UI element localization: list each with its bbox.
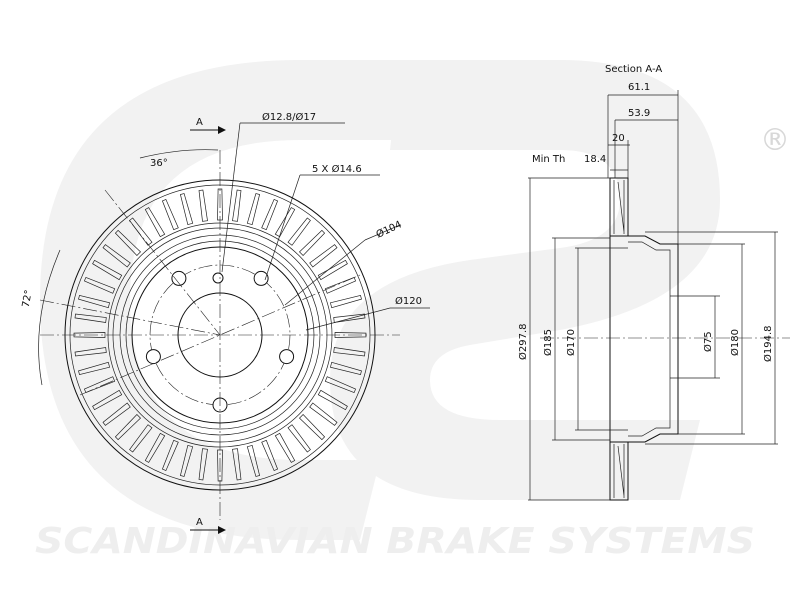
section-marker-top-label: A (196, 117, 203, 128)
cooling-vane (287, 217, 311, 246)
hub-dia-label: Ø120 (395, 295, 422, 307)
wheel-bolt-hole (145, 349, 161, 365)
cooling-vane (246, 444, 261, 477)
hole-dia-label: Ø12.8/Ø17 (262, 111, 316, 123)
cooling-vane (114, 229, 142, 257)
dim-185-label: Ø185 (542, 329, 554, 356)
hat-inner-outline (628, 241, 671, 437)
cooling-vane (317, 389, 348, 411)
cooling-vane (309, 402, 338, 426)
wheel-bolt-hole (253, 270, 269, 286)
cooling-vane (92, 259, 123, 281)
cooling-vane (179, 193, 194, 226)
cooling-vane (102, 402, 131, 426)
cooling-vanes (73, 188, 367, 482)
angle-reference-line-b (39, 299, 221, 336)
diagonal-centerline (79, 274, 361, 396)
cooling-vane (92, 389, 123, 411)
cooling-vane (287, 424, 311, 453)
cooling-vane (74, 313, 107, 323)
cooling-vane (161, 439, 179, 472)
cooling-vane (129, 424, 153, 453)
angle-reference-line-a (104, 189, 221, 336)
cooling-vane (324, 276, 357, 294)
section-marker-bottom-label: A (196, 517, 203, 528)
cooling-vane (333, 313, 366, 323)
min-th-label: Min Th (532, 154, 565, 165)
cooling-vane (324, 376, 357, 394)
dim-194-label: Ø194.8 (762, 326, 774, 363)
cooling-vane (217, 449, 223, 482)
cooling-vane (144, 207, 166, 238)
sbs-logo-watermark: ® SCANDINAVIAN BRAKE SYSTEMS (35, 60, 790, 562)
bolt-holes-label: 5 X Ø14.6 (312, 163, 362, 175)
cooling-vane (334, 332, 367, 338)
wheel-bolt-hole (279, 349, 295, 365)
bolt-holes-leader (264, 174, 301, 281)
cooling-vane (333, 347, 366, 357)
min-th-value: 18.4 (584, 154, 606, 165)
section-profile (609, 177, 720, 501)
cooling-vane (246, 193, 261, 226)
angle-36-arc (139, 149, 219, 159)
locating-pin-hole (212, 272, 224, 284)
front-view: A A 36° 72° Ø12.8/Ø17 5 X Ø14.6 Ø104 Ø12… (21, 111, 430, 534)
angle-72-label: 72° (21, 289, 35, 308)
angle-36-label: 36° (150, 158, 168, 169)
dim-20-label: 20 (612, 133, 625, 144)
section-marker-top-arrow (218, 126, 226, 134)
cooling-vane (232, 448, 242, 481)
dim-297-label: Ø297.8 (517, 324, 529, 361)
pcd-leader-h (364, 224, 401, 241)
pcd-label: Ø104 (374, 218, 404, 240)
section-marker-bottom-arrow (218, 526, 226, 534)
cooling-vane (102, 244, 131, 268)
cooling-vane (114, 413, 142, 441)
cooling-vane (83, 376, 116, 394)
cooling-vane (329, 294, 362, 309)
section-title: Section A-A (605, 64, 662, 75)
bolt-holes (145, 270, 295, 413)
cooling-vane (198, 189, 208, 222)
cooling-vane (261, 198, 279, 231)
brand-tagline: SCANDINAVIAN BRAKE SYSTEMS (35, 521, 755, 562)
cooling-vane (73, 332, 106, 338)
hat-outline (610, 235, 679, 443)
wheel-bolt-hole (171, 270, 187, 286)
cooling-vane (78, 294, 111, 309)
cooling-vane (144, 432, 166, 463)
cooling-vane (298, 413, 326, 441)
vane-hatch-bottom (613, 444, 625, 498)
vane-hatch-top (613, 180, 625, 234)
cooling-vane (329, 361, 362, 376)
section-view: Section A-A 61.1 53.9 (517, 64, 790, 501)
hub-dia-leader (305, 307, 391, 331)
cooling-vane (161, 198, 179, 231)
pcd-leader (284, 239, 366, 306)
cooling-vane (261, 439, 279, 472)
cooling-vane (83, 276, 116, 294)
cooling-vane (74, 347, 107, 357)
dim-75-label: Ø75 (702, 331, 714, 352)
cooling-vane (274, 432, 296, 463)
cooling-vane (198, 448, 208, 481)
cooling-vane (309, 244, 338, 268)
dim-180-label: Ø180 (729, 329, 741, 356)
dim-61-label: 61.1 (628, 82, 650, 93)
cooling-vane (217, 188, 223, 221)
hole-dia-leader (221, 122, 241, 273)
angle-72-arc (38, 249, 61, 386)
cooling-vane (298, 229, 326, 257)
dim-53-label: 53.9 (628, 108, 650, 119)
cooling-vane (78, 361, 111, 376)
dim-170-label: Ø170 (565, 329, 577, 356)
cooling-vane (274, 207, 296, 238)
cooling-vane (317, 259, 348, 281)
registered-mark: ® (760, 123, 790, 158)
cooling-vane (179, 444, 194, 477)
cooling-vane (232, 189, 242, 222)
